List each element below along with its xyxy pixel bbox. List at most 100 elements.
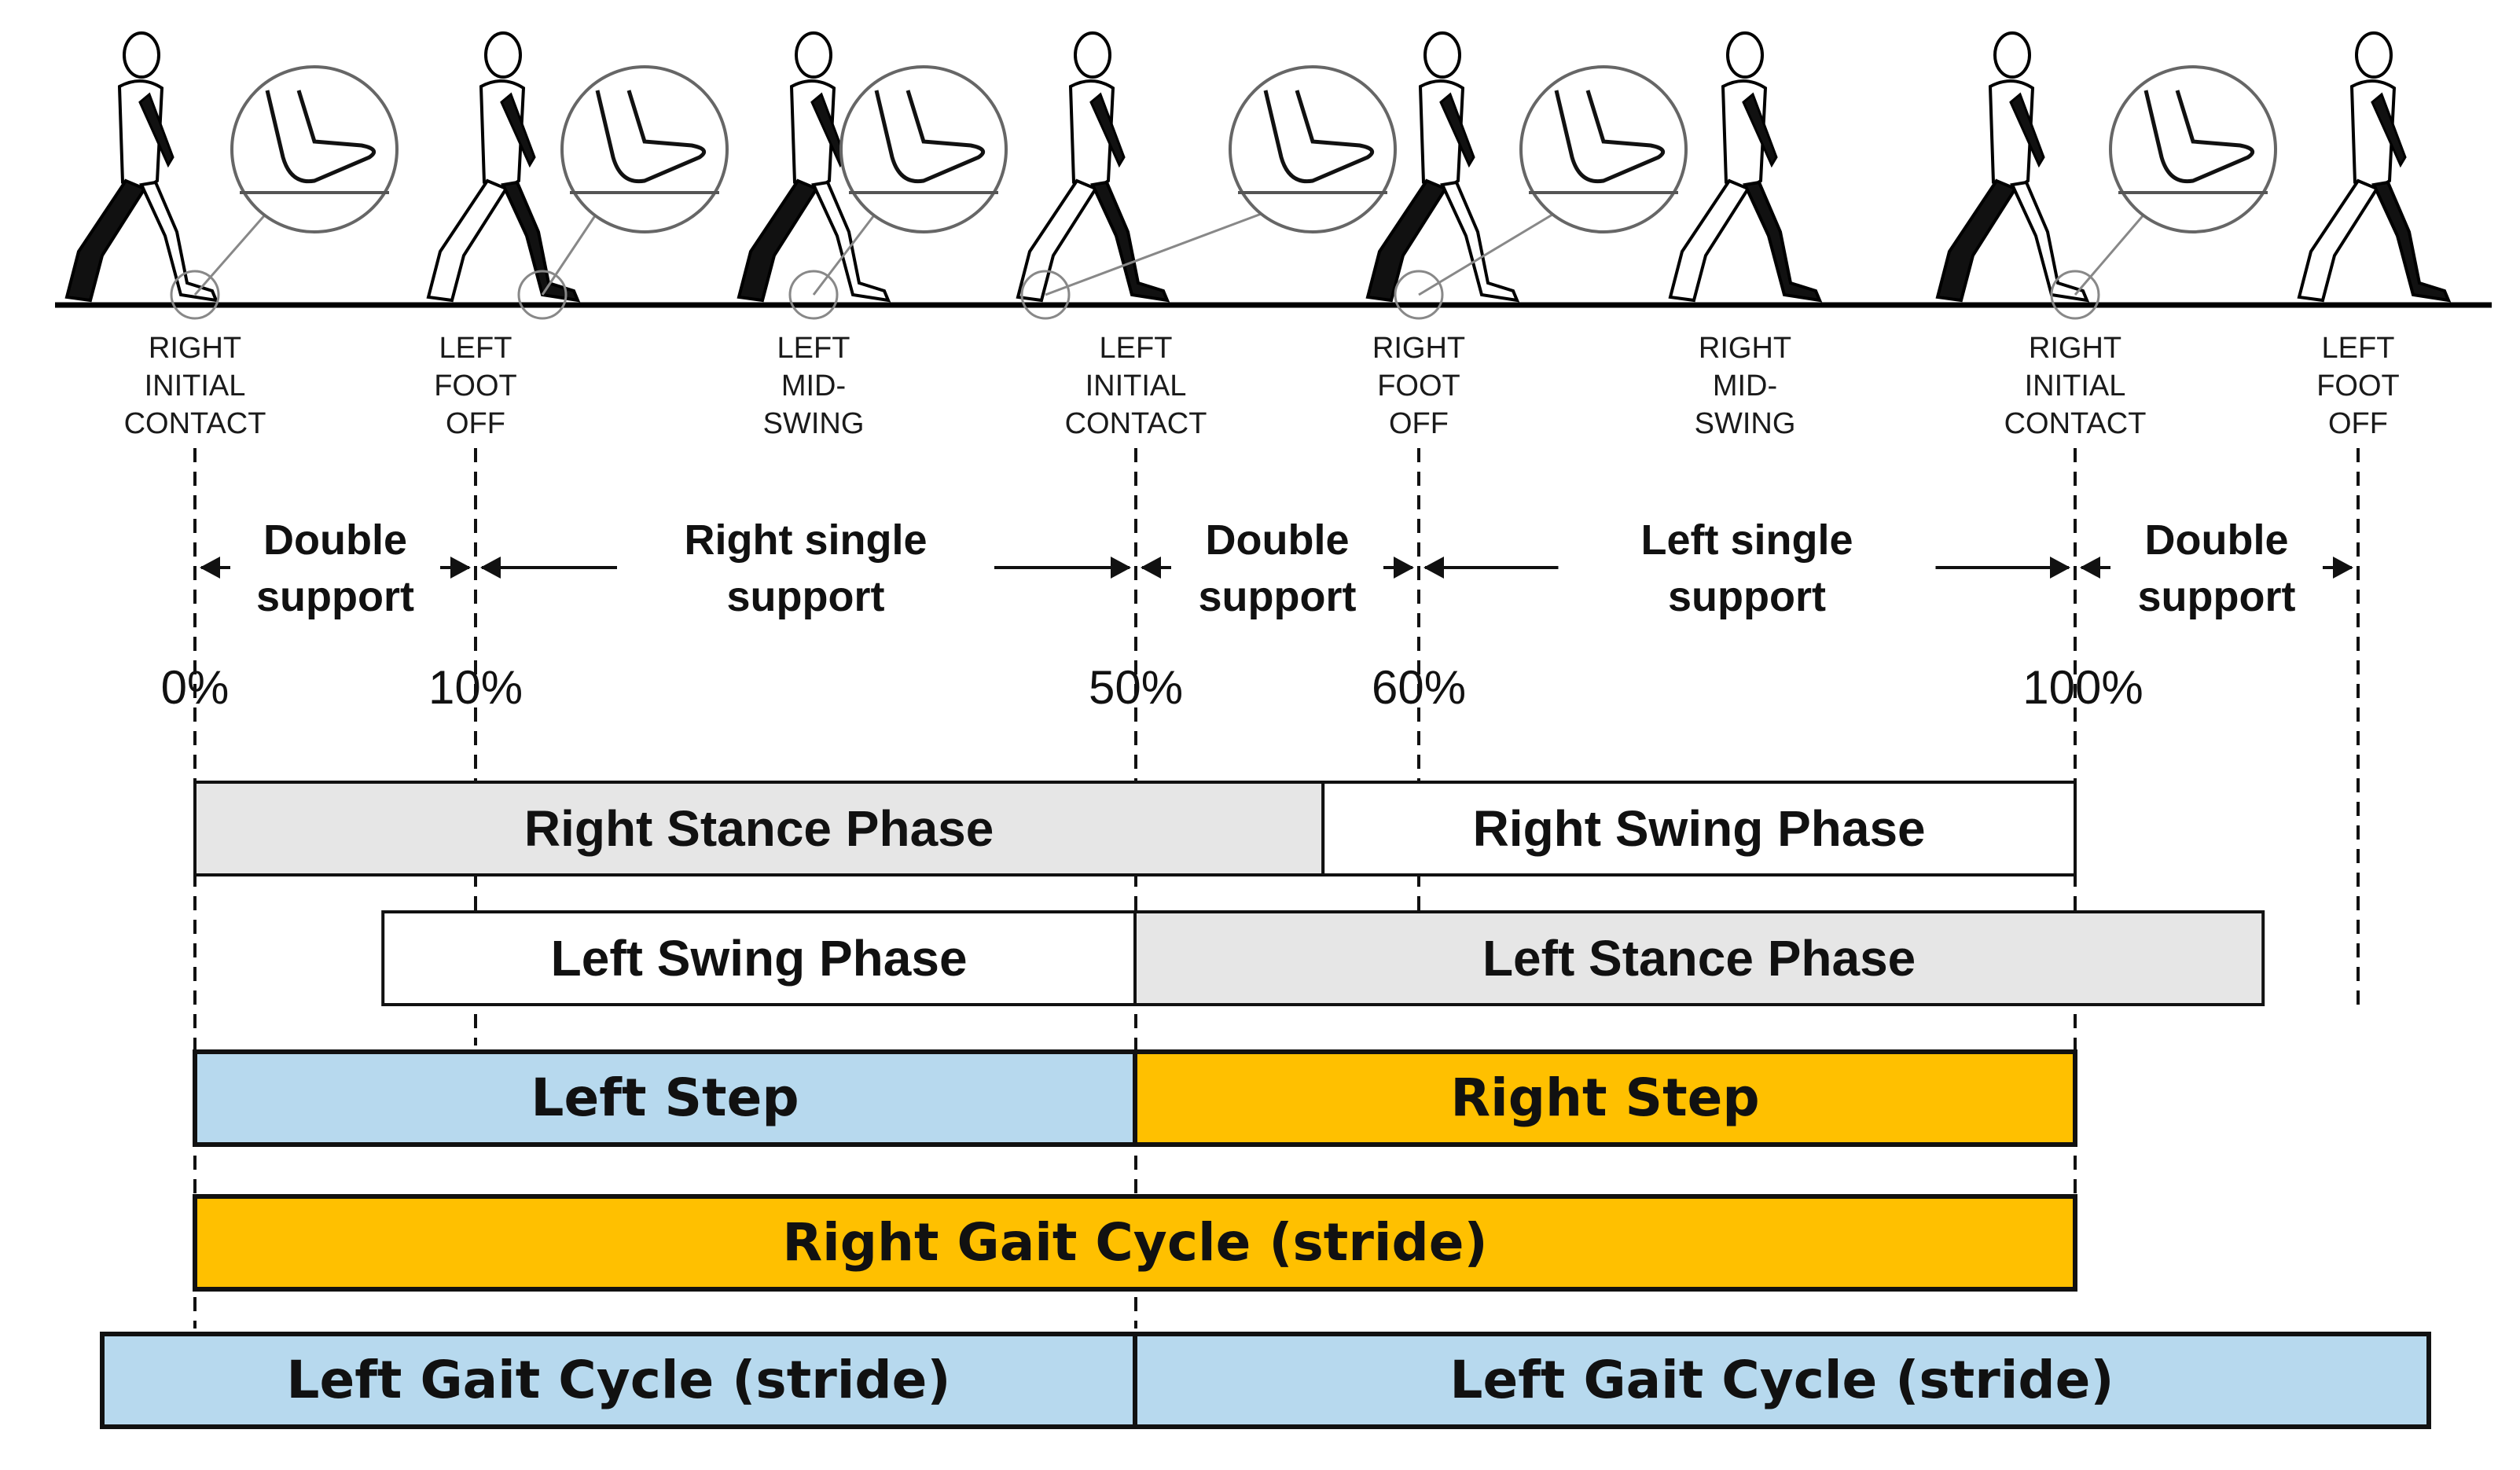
figure-back-leg [64, 178, 147, 303]
figure-head [123, 31, 160, 79]
figure-arm [2009, 92, 2045, 168]
figure-front-leg [139, 180, 219, 303]
event-label-line: MID- [1713, 369, 1777, 402]
support-period: Double support [200, 516, 471, 620]
figure-arm [1439, 92, 1475, 168]
figure-arm [1089, 92, 1126, 168]
right-cycle-bar-label: Right Gait Cycle (stride) [782, 1212, 1487, 1273]
inset-connector [812, 211, 878, 296]
figure-front-leg [1090, 180, 1170, 303]
event-label-line: CONTACT [2004, 407, 2147, 440]
event-label-line: MID- [781, 369, 846, 402]
figure-front-leg [2010, 180, 2090, 303]
figure-back-leg [426, 178, 509, 303]
figure-arm [1742, 92, 1778, 168]
figure-arm [138, 92, 174, 168]
arrow-head-left [2080, 557, 2100, 579]
phase-bars: Right Stance Phase Right Swing PhaseLeft … [100, 781, 2431, 1429]
figure-back-leg [1016, 178, 1098, 303]
event-label-line: LEFT [2322, 332, 2395, 365]
walking-figure-2 [737, 31, 891, 303]
arrow-head-right [450, 557, 471, 579]
figure-head [1993, 31, 2031, 79]
figure-front-leg [501, 180, 581, 303]
support-label-line: Double [2145, 516, 2289, 564]
event-label-line: OFF [1389, 407, 1449, 440]
phase-bar-label: Right Swing Phase [1473, 800, 1926, 857]
figure-head [1074, 31, 1111, 79]
figure-head [1423, 31, 1461, 79]
inset-connector [193, 211, 269, 296]
event-label-line: SWING [763, 407, 865, 440]
walking-figure-6 [1935, 31, 2090, 303]
arrow-head-right [2333, 557, 2353, 579]
event-label-line: OFF [446, 407, 505, 440]
figure-head [795, 31, 832, 79]
event-label: LEFT FOOT OFF [434, 332, 517, 440]
support-label-line: Double [263, 516, 407, 564]
walking-figure-5 [1668, 31, 1823, 303]
foot-icon [874, 90, 986, 184]
walking-figure-4 [1365, 31, 1520, 303]
phase-bar: Left Stance Phase [1133, 910, 2265, 1006]
walking-figures [64, 31, 2452, 303]
inset-target-circle [517, 270, 568, 320]
phase-bar: Right Swing Phase [1321, 781, 2077, 876]
figure-arm [810, 92, 847, 168]
percentage-label: 60% [1372, 661, 1466, 714]
arrow-head-right [1111, 557, 1131, 579]
event-label-line: RIGHT [1699, 332, 1791, 365]
event-label-line: RIGHT [1372, 332, 1465, 365]
step-bar-label: Left Step [531, 1068, 799, 1128]
cycle-percentages: 0%10%50%60%100% [161, 661, 2143, 714]
step-bar-rect [193, 1049, 1137, 1147]
arrow-head-right [2050, 557, 2070, 579]
step-bar-rect [1133, 1049, 2077, 1147]
arrow-head-left [1141, 557, 1161, 579]
event-label-line: OFF [2328, 407, 2388, 440]
phase-bar-label: Right Stance Phase [524, 800, 994, 857]
figure-head [1726, 31, 1764, 79]
step-bar-label: Right Step [1450, 1068, 1759, 1128]
arrow-head-left [1423, 557, 1444, 579]
figure-back-leg [1935, 178, 2018, 303]
event-label: LEFT MID- SWING [763, 332, 865, 440]
figure-head [2355, 31, 2393, 79]
step-bar: Right Step [1133, 1049, 2077, 1147]
right-cycle-bar: Right Gait Cycle (stride) [193, 1194, 2077, 1292]
figure-arm [2371, 92, 2407, 168]
figure-back-leg [737, 178, 819, 303]
event-label-line: LEFT [777, 332, 850, 365]
foot-icon [2143, 90, 2255, 184]
foot-inset-3 [1020, 65, 1397, 320]
walking-figure-0 [64, 31, 219, 303]
foot-icon [1554, 90, 1666, 184]
figure-arm [500, 92, 536, 168]
left-cycle-bar-label: Left Gait Cycle (stride) [286, 1350, 950, 1410]
figure-front-leg [2371, 180, 2452, 303]
support-label-line: support [1668, 573, 1826, 620]
inset-target-circle [788, 270, 839, 320]
foot-icon [595, 90, 707, 184]
left-cycle-bar-label: Left Gait Cycle (stride) [1449, 1350, 2114, 1410]
support-label-line: support [256, 573, 414, 620]
inset-target-circle [1020, 270, 1071, 320]
event-label-line: FOOT [434, 369, 517, 402]
event-label-line: RIGHT [2029, 332, 2121, 365]
event-label-line: LEFT [1100, 332, 1173, 365]
phase-bar: Left Swing Phase [381, 910, 1137, 1006]
arrow-head-right [1394, 557, 1414, 579]
event-label-line: LEFT [439, 332, 512, 365]
phase-bar-label: Left Swing Phase [551, 930, 968, 987]
